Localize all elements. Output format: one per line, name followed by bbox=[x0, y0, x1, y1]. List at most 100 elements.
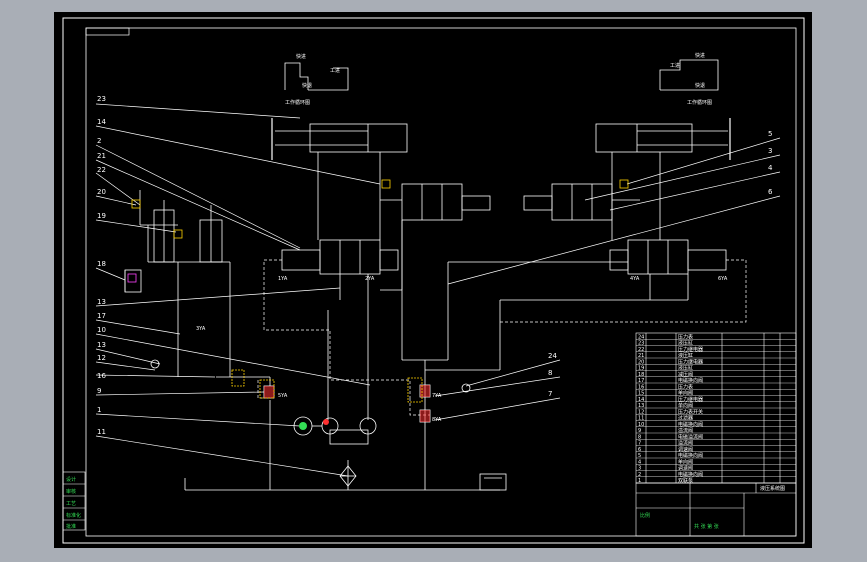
parts-row-no: 14 bbox=[638, 397, 644, 403]
callout-24: 24 bbox=[548, 352, 557, 360]
parts-row-name: 电磁换向阀 bbox=[678, 377, 703, 384]
callout-21: 21 bbox=[97, 152, 106, 160]
parts-row-name: 压力继电器 bbox=[678, 358, 703, 365]
parts-row-no: 22 bbox=[638, 347, 644, 353]
solenoid-1ya: 1YA bbox=[278, 276, 288, 282]
approval-block: 设计 审核 工艺 标准化 批准 bbox=[62, 471, 86, 531]
outer-frame bbox=[62, 17, 805, 544]
callout-22: 22 bbox=[97, 166, 106, 174]
parts-row-no: 2 bbox=[638, 472, 641, 478]
parts-row-no: 4 bbox=[638, 459, 641, 465]
parts-row-name: 压力表开关 bbox=[678, 408, 703, 415]
parts-row-no: 16 bbox=[638, 384, 644, 390]
parts-row-no: 19 bbox=[638, 366, 644, 372]
callout-18: 18 bbox=[97, 260, 106, 268]
parts-row-name: 电磁换向阀 bbox=[678, 471, 703, 478]
approval-5: 批准 bbox=[66, 523, 76, 530]
parts-row-no: 8 bbox=[638, 434, 641, 440]
left-cycle-back: 快退 bbox=[302, 82, 312, 89]
left-cycle-caption: 工作循环图 bbox=[285, 99, 310, 106]
parts-row-no: 11 bbox=[638, 416, 644, 422]
callout-10: 10 bbox=[97, 326, 106, 334]
callout-7: 7 bbox=[548, 390, 552, 398]
parts-row-no: 6 bbox=[638, 447, 641, 453]
inner-frame bbox=[85, 27, 797, 537]
callout-2: 2 bbox=[97, 137, 101, 145]
parts-row-name: 调速阀 bbox=[678, 465, 693, 472]
parts-row-name: 电磁溢流阀 bbox=[678, 433, 703, 440]
solenoid-4ya: 4YA bbox=[630, 276, 640, 282]
cycle-diagram-right: 快进 工进 快退 工作循环图 bbox=[659, 52, 719, 106]
parts-row-no: 5 bbox=[638, 453, 641, 459]
callout-20: 20 bbox=[97, 188, 106, 196]
solenoid-7ya: 7YA bbox=[432, 393, 442, 399]
callout-13b: 13 bbox=[97, 341, 106, 349]
right-cycle-fast: 快进 bbox=[695, 52, 705, 59]
parts-row-name: 双联泵 bbox=[678, 477, 693, 484]
approval-4: 标准化 bbox=[66, 512, 81, 519]
parts-row-no: 3 bbox=[638, 466, 641, 472]
parts-row-no: 1 bbox=[638, 478, 641, 484]
title-block-sheet: 共 张 第 张 bbox=[694, 523, 719, 530]
parts-row-name: 压力继电器 bbox=[678, 396, 703, 403]
cycle-diagram-left: 快进 工进 快退 工作循环图 bbox=[284, 53, 349, 106]
title-block-scale: 比例 bbox=[640, 512, 650, 519]
parts-row-no: 7 bbox=[638, 441, 641, 447]
callout-9: 9 bbox=[97, 387, 101, 395]
parts-row-name: 液压缸 bbox=[678, 352, 693, 359]
parts-row-no: 10 bbox=[638, 422, 644, 428]
leader-lines bbox=[95, 103, 781, 477]
parts-row-name: 单向阀 bbox=[678, 458, 693, 465]
callout-16: 16 bbox=[97, 372, 106, 380]
parts-row-no: 17 bbox=[638, 378, 644, 384]
parts-row-name: 单向阀 bbox=[678, 390, 693, 397]
solenoid-5ya: 5YA bbox=[278, 393, 288, 399]
right-cycle-back: 快退 bbox=[695, 82, 705, 89]
solenoid-3ya: 3YA bbox=[196, 326, 206, 332]
callout-8: 8 bbox=[548, 369, 552, 377]
color-accents bbox=[127, 179, 629, 430]
callout-14: 14 bbox=[97, 118, 106, 126]
callout-5: 5 bbox=[768, 130, 772, 138]
parts-row-name: 溢流阀 bbox=[678, 440, 693, 447]
parts-row-name: 调速阀 bbox=[678, 446, 693, 453]
solenoid-labels: 1YA 2YA 3YA 4YA 6YA 5YA 7YA 8YA bbox=[196, 276, 728, 423]
parts-row-no: 20 bbox=[638, 359, 644, 365]
callout-11: 11 bbox=[97, 428, 106, 436]
callout-13a: 13 bbox=[97, 298, 106, 306]
parts-row-no: 18 bbox=[638, 372, 644, 378]
parts-row-name: 压力表 bbox=[678, 383, 693, 390]
parts-row-no: 24 bbox=[638, 334, 644, 340]
top-left-tag bbox=[85, 27, 130, 36]
parts-row-name: 压力表 bbox=[678, 333, 693, 340]
right-cycle-caption: 工作循环图 bbox=[687, 99, 712, 106]
approval-3: 工艺 bbox=[66, 501, 76, 507]
parts-row-name: 过滤器 bbox=[678, 415, 693, 422]
callout-labels: 23 14 2 21 22 20 19 18 13 17 10 13 12 16… bbox=[97, 95, 773, 436]
parts-row-name: 电磁换向阀 bbox=[678, 421, 703, 428]
callout-23: 23 bbox=[97, 95, 106, 103]
parts-row-name: 单向阀 bbox=[678, 402, 693, 409]
title-block bbox=[635, 482, 797, 537]
callout-19: 19 bbox=[97, 212, 106, 220]
drawing-sheet bbox=[54, 12, 812, 548]
parts-row-no: 23 bbox=[638, 341, 644, 347]
parts-row-name: 减压阀 bbox=[678, 371, 693, 378]
parts-row-name: 压力继电器 bbox=[678, 346, 703, 353]
parts-row-no: 13 bbox=[638, 403, 644, 409]
parts-row-no: 9 bbox=[638, 428, 641, 434]
parts-row-name: 电磁换向阀 bbox=[678, 452, 703, 459]
title-block-title: 液压系统图 bbox=[760, 485, 785, 492]
callout-3: 3 bbox=[768, 147, 772, 155]
parts-row-no: 21 bbox=[638, 353, 644, 359]
left-cycle-fast: 快进 bbox=[296, 53, 306, 60]
parts-row-name: 液压缸 bbox=[678, 365, 693, 372]
parts-row-no: 12 bbox=[638, 409, 644, 415]
approval-1: 设计 bbox=[66, 476, 76, 483]
callout-4: 4 bbox=[768, 164, 773, 172]
parts-row-name: 液压缸 bbox=[678, 340, 693, 347]
callout-1: 1 bbox=[97, 406, 101, 414]
solenoid-6ya: 6YA bbox=[718, 276, 728, 282]
